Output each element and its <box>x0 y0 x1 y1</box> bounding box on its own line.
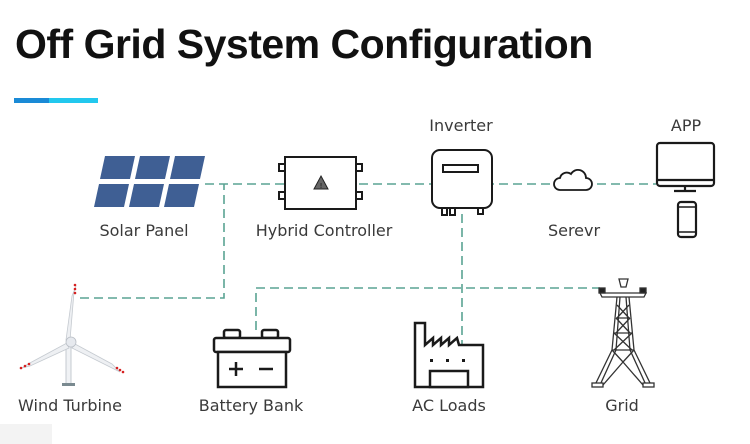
page-title: Off Grid System Configuration <box>15 21 593 67</box>
label-battery-bank: Battery Bank <box>198 396 304 415</box>
battery-icon <box>212 328 292 389</box>
phone-icon <box>676 200 698 239</box>
label-hybrid-controller: Hybrid Controller <box>255 221 393 240</box>
accent-bar-primary <box>14 98 49 103</box>
label-solar-panel: Solar Panel <box>99 221 189 240</box>
transmission-tower-icon <box>591 278 655 388</box>
svg-text:!: ! <box>320 182 323 190</box>
accent-bar-secondary <box>49 98 98 103</box>
label-app: APP <box>670 116 702 135</box>
connector-battery-to-grid <box>255 287 600 330</box>
label-inverter: Inverter <box>429 116 493 135</box>
connector-lines <box>80 183 656 358</box>
monitor-icon <box>655 141 716 193</box>
monitor-phone-icon <box>655 141 716 239</box>
title-accent-bar <box>14 98 98 103</box>
label-wind-turbine: Wind Turbine <box>18 396 122 415</box>
label-grid: Grid <box>605 396 639 415</box>
label-server: Serevr <box>547 221 601 240</box>
connector-wind-to-controller <box>80 184 225 299</box>
factory-icon <box>413 321 485 389</box>
controller-icon: ! <box>278 156 363 210</box>
cloud-icon <box>553 168 593 191</box>
corner-tab <box>0 424 52 444</box>
inverter-icon <box>431 149 493 216</box>
label-ac-loads: AC Loads <box>412 396 486 415</box>
solar-panel-icon <box>94 156 205 207</box>
wind-turbine-icon <box>19 283 125 386</box>
